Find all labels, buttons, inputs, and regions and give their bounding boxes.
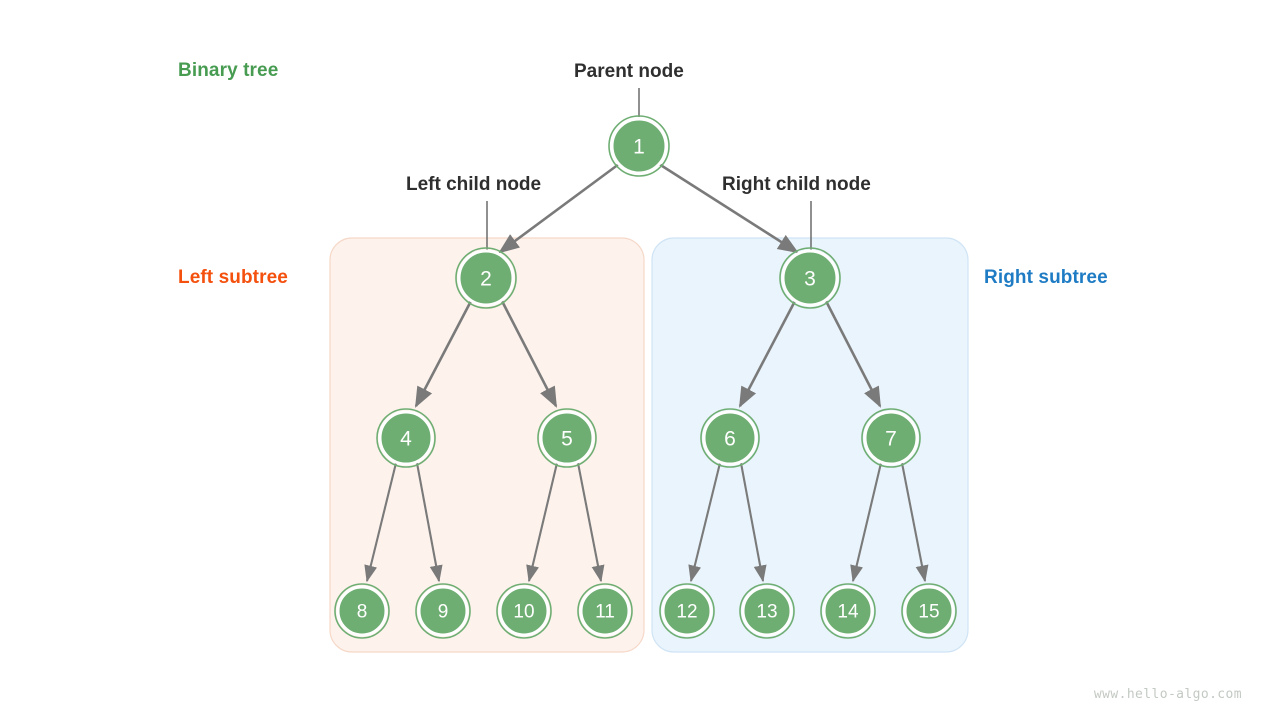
- edge-4-8: [364, 462, 398, 583]
- node-15-label: 15: [918, 602, 939, 623]
- node-10-label: 10: [513, 602, 534, 623]
- node-8[interactable]: 8: [334, 583, 390, 639]
- node-1[interactable]: 1: [608, 115, 670, 177]
- node-11-ring: [577, 583, 633, 639]
- node-14-label: 14: [837, 602, 859, 623]
- node-11-label: 11: [595, 602, 615, 623]
- edge-1-2: [498, 162, 620, 254]
- node-3-circle: [781, 249, 839, 307]
- node-2-circle: [457, 249, 515, 307]
- node-1-circle: [610, 117, 668, 175]
- edge-3-7: [824, 300, 882, 408]
- node-3-label: 3: [804, 268, 816, 291]
- node-12-label: 12: [676, 602, 697, 623]
- node-12[interactable]: 12: [659, 583, 715, 639]
- node-9[interactable]: 9: [415, 583, 471, 639]
- node-9-label: 9: [438, 602, 449, 623]
- right-subtree-panel: [651, 237, 969, 653]
- node-9-ring: [415, 583, 471, 639]
- node-4-circle: [378, 410, 434, 466]
- node-7-label: 7: [885, 428, 897, 451]
- right-subtree-label: Right subtree: [984, 267, 1108, 288]
- right-child-node-annotation: Right child node: [722, 174, 871, 195]
- node-8-circle: [336, 585, 388, 637]
- node-9-circle: [417, 585, 469, 637]
- node-6[interactable]: 6: [700, 408, 760, 468]
- node-1-label: 1: [633, 136, 645, 159]
- node-12-circle: [661, 585, 713, 637]
- node-6-ring: [700, 408, 760, 468]
- node-5-label: 5: [561, 428, 573, 451]
- node-7[interactable]: 7: [861, 408, 921, 468]
- node-6-label: 6: [724, 428, 736, 451]
- node-3-ring: [779, 247, 841, 309]
- node-5-ring: [537, 408, 597, 468]
- edge-2-5: [500, 300, 558, 408]
- node-7-circle: [863, 410, 919, 466]
- node-13[interactable]: 13: [739, 583, 795, 639]
- left-subtree-label: Left subtree: [178, 267, 288, 288]
- edge-6-12: [688, 462, 722, 583]
- node-4-ring: [376, 408, 436, 468]
- node-4[interactable]: 4: [376, 408, 436, 468]
- node-10-ring: [496, 583, 552, 639]
- edge-7-15: [900, 462, 929, 583]
- edge-2-4: [414, 300, 473, 408]
- node-13-ring: [739, 583, 795, 639]
- node-10-circle: [498, 585, 550, 637]
- node-11[interactable]: 11: [577, 583, 633, 639]
- node-11-circle: [579, 585, 631, 637]
- node-15-circle: [903, 585, 955, 637]
- edge-3-6: [738, 300, 797, 408]
- node-2[interactable]: 2: [455, 247, 517, 309]
- node-14-ring: [820, 583, 876, 639]
- node-7-ring: [861, 408, 921, 468]
- node-2-label: 2: [480, 268, 492, 291]
- node-8-ring: [334, 583, 390, 639]
- node-13-label: 13: [756, 602, 777, 623]
- node-4-label: 4: [400, 428, 412, 451]
- node-6-circle: [702, 410, 758, 466]
- node-14[interactable]: 14: [820, 583, 876, 639]
- node-12-ring: [659, 583, 715, 639]
- node-15-ring: [901, 583, 957, 639]
- parent-node-annotation: Parent node: [574, 61, 684, 82]
- edge-7-14: [850, 462, 883, 583]
- watermark: www.hello-algo.com: [1093, 687, 1242, 702]
- edge-1-3: [658, 162, 799, 254]
- diagram-title: Binary tree: [178, 60, 279, 81]
- node-5-circle: [539, 410, 595, 466]
- edge-5-11: [576, 462, 605, 583]
- node-13-circle: [741, 585, 793, 637]
- left-child-node-annotation: Left child node: [406, 174, 542, 195]
- node-2-ring: [455, 247, 517, 309]
- node-14-circle: [822, 585, 874, 637]
- node-5[interactable]: 5: [537, 408, 597, 468]
- node-15[interactable]: 15: [901, 583, 957, 639]
- edge-6-13: [739, 462, 767, 583]
- edge-4-9: [415, 462, 443, 583]
- node-8-label: 8: [357, 602, 368, 623]
- edge-5-10: [526, 462, 559, 583]
- node-3[interactable]: 3: [779, 247, 841, 309]
- node-1-ring: [608, 115, 670, 177]
- node-10[interactable]: 10: [496, 583, 552, 639]
